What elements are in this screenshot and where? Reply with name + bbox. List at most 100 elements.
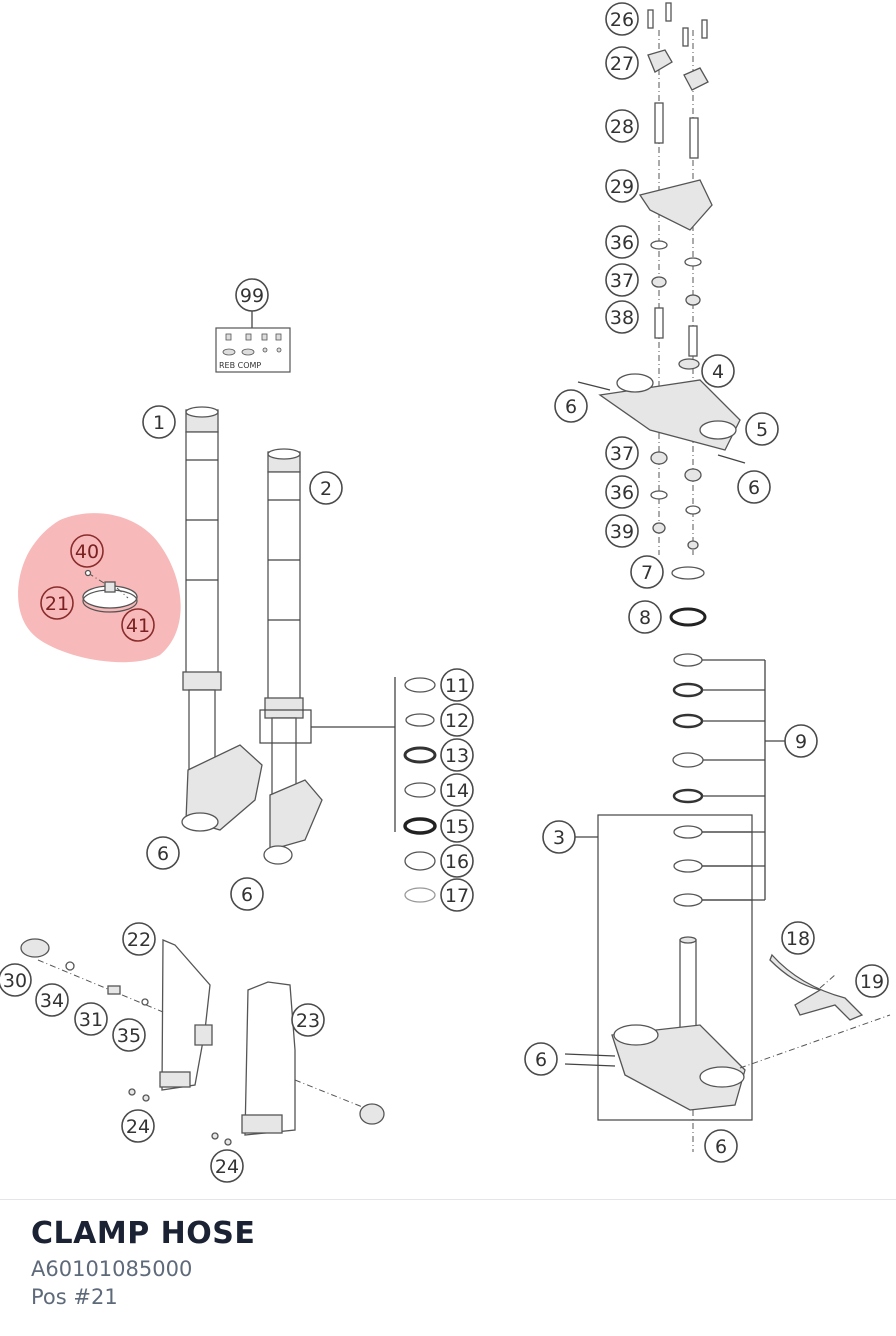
callout-label: 39 [610, 521, 634, 543]
callout-label: 8 [639, 607, 651, 629]
callout-9[interactable]: 9 [784, 724, 818, 758]
callout-8[interactable]: 8 [628, 600, 662, 634]
callout-circle [121, 1109, 155, 1143]
callout-38[interactable]: 38 [605, 300, 639, 334]
callout-circle [605, 109, 639, 143]
callout-15[interactable]: 15 [440, 809, 474, 843]
callout-label: 12 [445, 710, 469, 732]
callout-label: 31 [79, 1009, 103, 1031]
callout-24[interactable]: 24 [121, 1109, 155, 1143]
callout-14[interactable]: 14 [440, 773, 474, 807]
callout-6[interactable]: 6 [554, 389, 588, 423]
callout-label: 7 [641, 562, 653, 584]
callout-6[interactable]: 6 [524, 1042, 558, 1076]
callout-label: 40 [75, 541, 99, 563]
callout-label: 2 [320, 478, 332, 500]
callout-1[interactable]: 1 [142, 405, 176, 439]
callout-99[interactable]: 99 [235, 278, 269, 312]
callout-label: 37 [610, 270, 634, 292]
callout-37[interactable]: 37 [605, 436, 639, 470]
callout-label: 36 [610, 232, 634, 254]
callout-28[interactable]: 28 [605, 109, 639, 143]
callout-circle [440, 878, 474, 912]
callout-label: 3 [553, 827, 565, 849]
callout-19[interactable]: 19 [855, 964, 889, 998]
callout-circle [440, 703, 474, 737]
callout-34[interactable]: 34 [35, 983, 69, 1017]
callout-17[interactable]: 17 [440, 878, 474, 912]
callout-7[interactable]: 7 [630, 555, 664, 589]
callout-circle [628, 600, 662, 634]
fork-guard-right-drawing [211, 981, 385, 1146]
callout-39[interactable]: 39 [605, 514, 639, 548]
callout-circle [121, 608, 155, 642]
callout-label: 18 [786, 928, 810, 950]
callout-29[interactable]: 29 [605, 169, 639, 203]
callout-label: 99 [240, 285, 264, 307]
callout-36[interactable]: 36 [605, 475, 639, 509]
callout-2[interactable]: 2 [309, 471, 343, 505]
callout-27[interactable]: 27 [605, 46, 639, 80]
callout-circle [122, 922, 156, 956]
callout-5[interactable]: 5 [745, 412, 779, 446]
callout-6[interactable]: 6 [230, 877, 264, 911]
callout-label: 30 [3, 970, 27, 992]
callout-circle [146, 836, 180, 870]
callout-circle [737, 470, 771, 504]
callout-label: 21 [45, 593, 69, 615]
callout-35[interactable]: 35 [112, 1018, 146, 1052]
callout-label: 11 [445, 675, 469, 697]
callout-label: 15 [445, 816, 469, 838]
callout-22[interactable]: 22 [122, 922, 156, 956]
callout-30[interactable]: 30 [0, 963, 32, 997]
callout-label: 6 [715, 1136, 727, 1158]
callout-label: 9 [795, 731, 807, 753]
callout-26[interactable]: 26 [605, 2, 639, 36]
seal-rings-drawing [259, 677, 437, 903]
callout-41[interactable]: 41 [121, 608, 155, 642]
callout-16[interactable]: 16 [440, 844, 474, 878]
callout-6[interactable]: 6 [146, 836, 180, 870]
callout-circle [35, 983, 69, 1017]
callout-circle [554, 389, 588, 423]
callout-circle [142, 405, 176, 439]
callout-label: 6 [748, 477, 760, 499]
callout-21[interactable]: 21 [40, 586, 74, 620]
callout-6[interactable]: 6 [704, 1129, 738, 1163]
fork-guard-left-drawing [20, 938, 213, 1102]
callout-23[interactable]: 23 [291, 1003, 325, 1037]
lower-triple-clamp-drawing [564, 814, 891, 1152]
callout-3[interactable]: 3 [542, 820, 576, 854]
callout-label: 6 [565, 396, 577, 418]
callout-24[interactable]: 24 [210, 1149, 244, 1183]
brake-line-guide-drawing [769, 953, 864, 1021]
callout-group: 2627282936373846537636397893181966991240… [0, 2, 889, 1183]
callout-circle [309, 471, 343, 505]
callout-40[interactable]: 40 [70, 534, 104, 568]
callout-circle [210, 1149, 244, 1183]
callout-12[interactable]: 12 [440, 703, 474, 737]
clamp-hose-drawing [82, 569, 138, 613]
callout-circle [704, 1129, 738, 1163]
callout-label: 6 [241, 884, 253, 906]
callout-label: 38 [610, 307, 634, 329]
callout-label: 29 [610, 176, 634, 198]
fork-leg-left-drawing [181, 406, 263, 832]
callout-13[interactable]: 13 [440, 738, 474, 772]
callout-6[interactable]: 6 [737, 470, 771, 504]
callout-label: 24 [215, 1156, 239, 1178]
callout-11[interactable]: 11 [440, 668, 474, 702]
callout-37[interactable]: 37 [605, 263, 639, 297]
callout-36[interactable]: 36 [605, 225, 639, 259]
selected-part-panel: CLAMP HOSE A60101085000 Pos #21 [0, 1199, 896, 1336]
callout-label: 27 [610, 53, 634, 75]
callout-label: 28 [610, 116, 634, 138]
callout-circle [605, 263, 639, 297]
callout-31[interactable]: 31 [74, 1002, 108, 1036]
callout-4[interactable]: 4 [701, 354, 735, 388]
callout-circle [0, 963, 32, 997]
callout-label: 37 [610, 443, 634, 465]
callout-circle [781, 921, 815, 955]
callout-circle [440, 844, 474, 878]
callout-18[interactable]: 18 [781, 921, 815, 955]
